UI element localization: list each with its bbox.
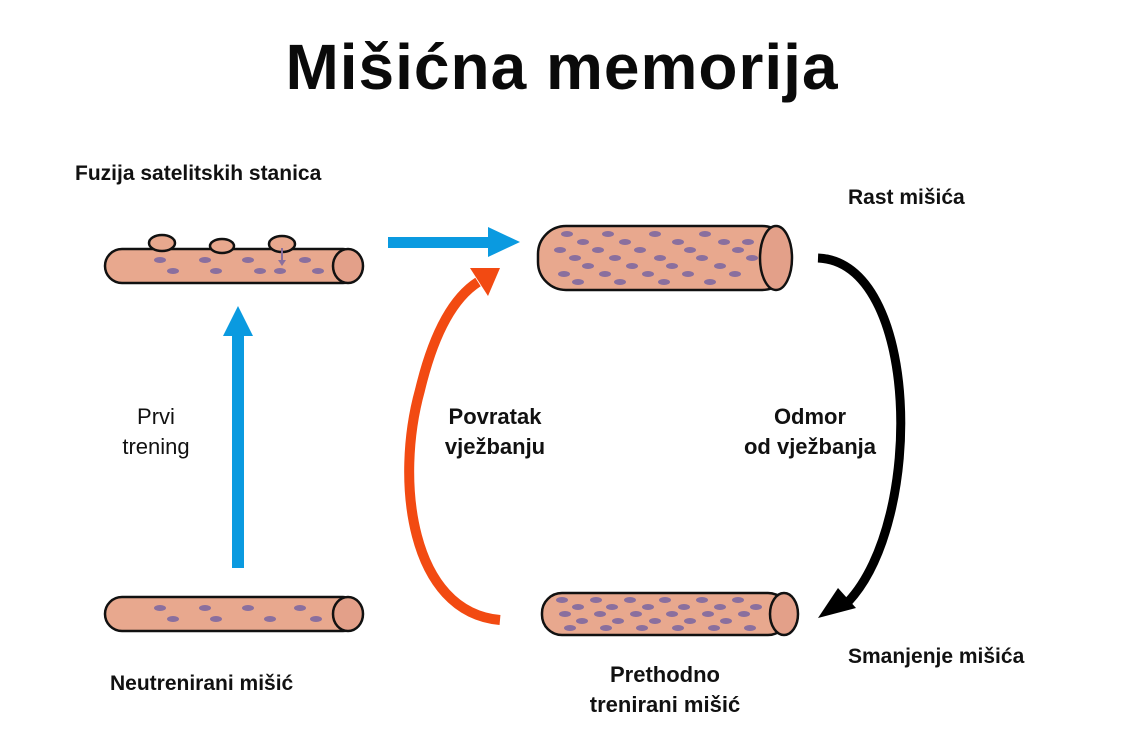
label-muscle-growth: Rast mišića [848, 186, 965, 209]
muscle-fiber-untrained [103, 595, 365, 633]
nuclei [554, 231, 758, 285]
label-return-line2: vježbanju [444, 434, 546, 459]
nuclei [154, 257, 324, 274]
arrow-fusion-to-growth [388, 227, 520, 257]
label-rest-from-exercise: Odmor od vježbanja [720, 402, 900, 462]
muscle-fiber-growth [536, 224, 794, 292]
label-muscle-shrinkage: Smanjenje mišića [848, 645, 1025, 668]
label-previously-trained-muscle: Prethodno trenirani mišić [560, 660, 770, 720]
nuclei [154, 605, 322, 622]
muscle-fiber-satellite-fusion [103, 233, 365, 285]
label-first-training-line1: Prvi [137, 404, 175, 429]
muscle-fiber-previously-trained [540, 591, 800, 637]
satellite-cell [208, 237, 236, 255]
nuclei [556, 597, 762, 631]
label-untrained-muscle: Neutrenirani mišić [110, 672, 294, 695]
label-prev-line1: Prethodno [610, 662, 720, 687]
label-return-line1: Povratak [448, 404, 542, 429]
arrow-rest-from-exercise [817, 253, 906, 618]
arrow-first-training [223, 306, 253, 568]
arrow-return-to-exercise [404, 268, 501, 625]
satellite-cell [147, 233, 177, 253]
label-first-training: Prvi trening [100, 402, 212, 462]
label-prev-line2: trenirani mišić [589, 692, 741, 717]
label-first-training-line2: trening [122, 434, 190, 459]
label-satellite-fusion: Fuzija satelitskih stanica [75, 162, 322, 185]
label-return-to-exercise: Povratak vježbanju [425, 402, 565, 462]
label-rest-line1: Odmor [773, 404, 847, 429]
page-title: Mišićna memorija [285, 31, 839, 103]
label-rest-line2: od vježbanja [743, 434, 877, 459]
